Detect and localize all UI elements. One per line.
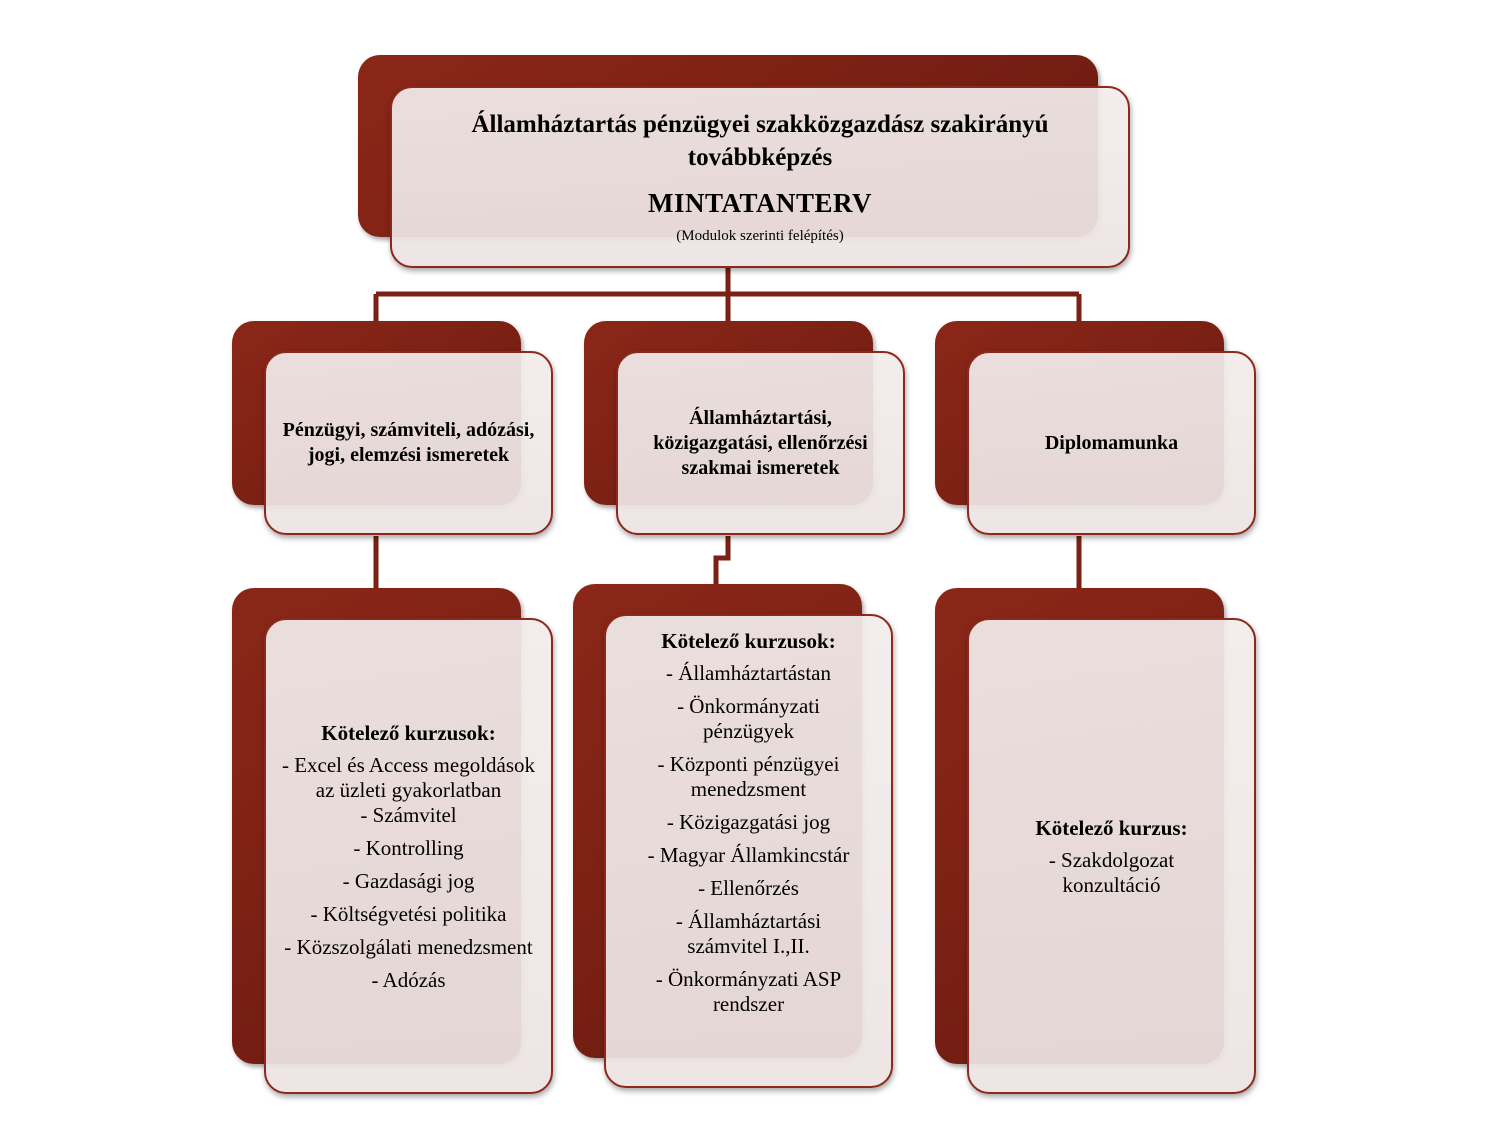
- course-item: - Államháztartási számvitel I.,II.: [675, 909, 822, 958]
- courses2-box: Kötelező kurzusok: - Államháztartástan -…: [604, 614, 893, 1088]
- course-item: - Számvitel: [360, 802, 457, 827]
- curriculum-title: MINTATANTERV: [647, 188, 873, 218]
- module1-box: Pénzügyi, számviteli, adózási, jogi, ele…: [264, 351, 553, 535]
- courses2-list: - Államháztartástan - Önkormányzati pénz…: [606, 659, 891, 1017]
- course-item: - Önkormányzati ASP rendszer: [655, 967, 842, 1016]
- title-box: Államháztartás pénzügyei szakközgazdász …: [390, 86, 1130, 268]
- course-item: - Közigazgatási jog: [666, 810, 831, 834]
- courses2-heading: Kötelező kurzusok:: [661, 629, 836, 653]
- module2-box: Államháztartási, közigazgatási, ellenőrz…: [616, 351, 905, 535]
- module3-box: Diplomamunka: [967, 351, 1256, 535]
- courses3-list: - Szakdolgozat konzultáció: [969, 846, 1254, 898]
- courses1-heading: Kötelező kurzusok:: [321, 720, 496, 745]
- course-item: - Adózás: [371, 967, 446, 992]
- course-item: - Szakdolgozat konzultáció: [1048, 847, 1175, 897]
- courses3-heading: Kötelező kurzus:: [1035, 815, 1188, 840]
- courses1-list: - Excel és Access megoldások az üzleti g…: [266, 751, 551, 993]
- course-item: - Gazdasági jog: [342, 868, 475, 893]
- courses1-box: Kötelező kurzusok: - Excel és Access meg…: [264, 618, 553, 1094]
- program-title: Államháztartás pénzügyei szakközgazdász …: [471, 111, 1049, 171]
- course-item: - Önkormányzati pénzügyek: [677, 694, 820, 743]
- course-item: - Magyar Államkincstár: [647, 843, 850, 867]
- course-item: - Excel és Access megoldások az üzleti g…: [281, 752, 536, 802]
- module2-title: Államháztartási, közigazgatási, ellenőrz…: [653, 406, 868, 479]
- course-item: - Költségvetési politika: [310, 901, 507, 926]
- course-item: - Kontrolling: [353, 835, 464, 860]
- course-item: - Központi pénzügyei menedzsment: [657, 752, 840, 801]
- courses3-box: Kötelező kurzus: - Szakdolgozat konzultá…: [967, 618, 1256, 1094]
- module1-title: Pénzügyi, számviteli, adózási, jogi, ele…: [282, 419, 535, 466]
- course-item: - Közszolgálati menedzsment: [284, 934, 533, 959]
- course-item: - Államháztartástan: [665, 661, 831, 685]
- course-item: - Ellenőrzés: [698, 876, 799, 900]
- connector-module2-courses: [713, 536, 731, 584]
- module3-title: Diplomamunka: [1044, 431, 1179, 454]
- structure-note: (Modulok szerinti felépítés): [676, 228, 844, 244]
